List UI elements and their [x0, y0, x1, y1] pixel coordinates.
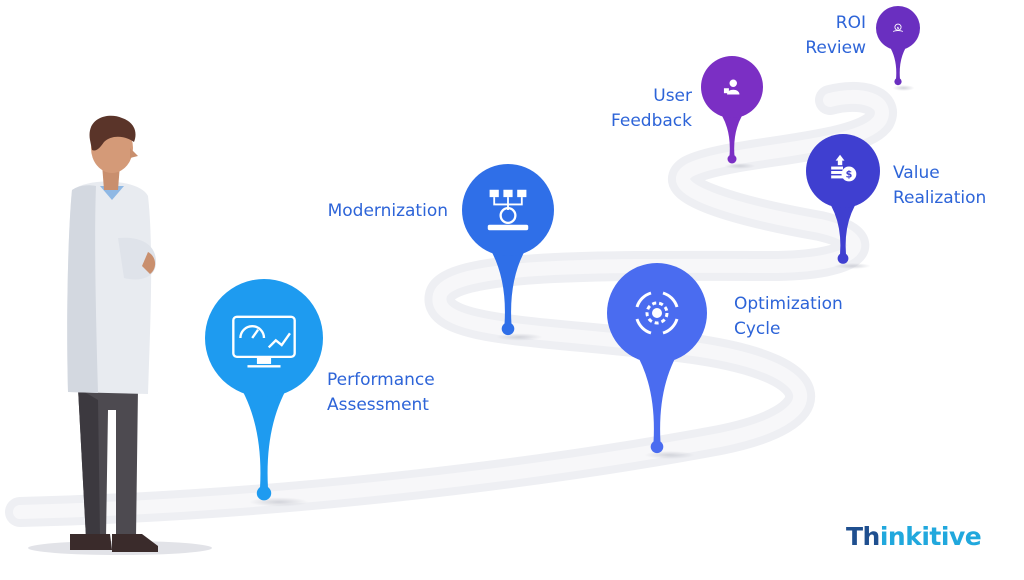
user-feedback-icon	[723, 79, 740, 95]
pin-optimization-cycle	[607, 263, 707, 459]
optimization-cycle-icon	[635, 291, 679, 335]
winding-path	[5, 82, 897, 527]
label-roi-review: ROI Review	[786, 11, 866, 61]
modernization-network-icon	[487, 189, 529, 231]
label-line: User	[653, 86, 692, 106]
label-line: Realization	[893, 188, 987, 208]
performance-dashboard-icon	[232, 315, 296, 368]
label-value-realization: Value Realization	[893, 161, 986, 211]
doctor-figure	[28, 115, 212, 555]
pin-user-feedback	[701, 56, 763, 169]
svg-text:$: $	[846, 170, 853, 181]
label-line: Review	[805, 38, 866, 58]
label-optimization-cycle: Optimization Cycle	[734, 292, 843, 342]
pin-value-realization: $	[806, 134, 880, 269]
roi-review-icon: $	[892, 23, 904, 32]
label-modernization: Modernization	[306, 199, 448, 224]
label-line: ROI	[835, 13, 866, 33]
label-line: Value	[893, 163, 940, 183]
label-line: Feedback	[611, 111, 692, 131]
label-line: Cycle	[734, 319, 781, 339]
pin-modernization	[462, 164, 554, 341]
pin-roi-review: $	[876, 6, 920, 91]
svg-text:$: $	[897, 26, 900, 30]
logo-text-th: Th	[846, 522, 880, 551]
pin-performance-assessment	[205, 279, 323, 507]
label-line: Modernization	[327, 201, 448, 221]
logo-text-inkitive: inkitive	[879, 522, 982, 551]
label-line: Performance	[327, 370, 435, 390]
thinkitive-logo: Thinkitive	[846, 522, 982, 551]
label-performance-assessment: Performance Assessment	[327, 368, 435, 418]
label-line: Assessment	[327, 395, 429, 415]
label-line: Optimization	[734, 294, 843, 314]
label-user-feedback: User Feedback	[586, 84, 692, 134]
